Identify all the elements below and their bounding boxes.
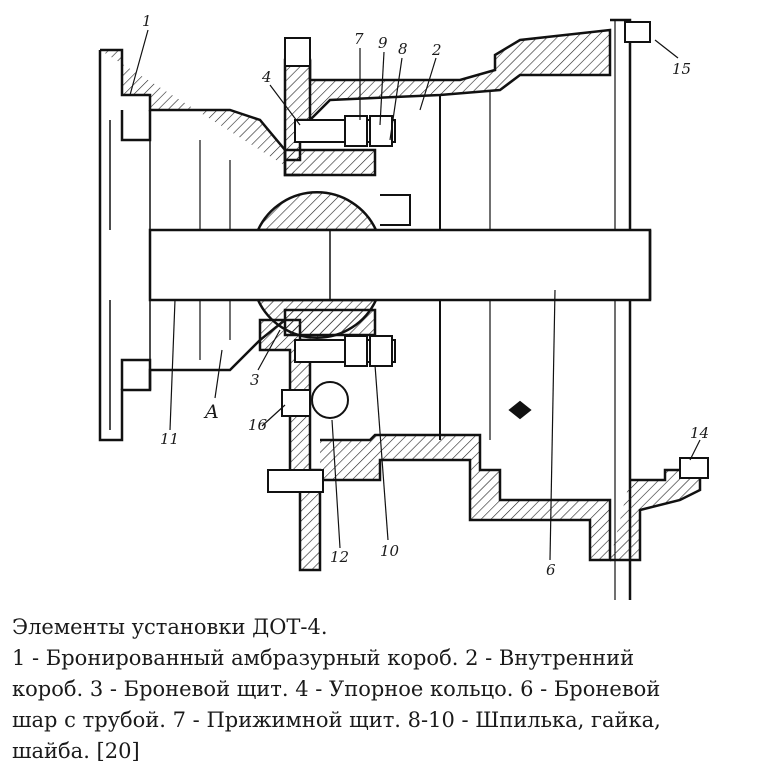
label-7: 7 (354, 30, 364, 48)
label-1: 1 (142, 12, 152, 30)
label-16: 16 (248, 416, 268, 434)
label-9: 9 (378, 34, 388, 52)
caption-line: 1 - Бронированный амбразурный короб. 2 -… (12, 646, 635, 670)
label-11: 11 (160, 430, 179, 448)
technical-drawing: 1 2 3 4 6 7 8 9 10 11 12 14 15 16 A (98, 12, 709, 600)
part-labels: 1 2 3 4 6 7 8 9 10 11 12 14 15 16 A (142, 12, 709, 579)
label-4: 4 (261, 68, 272, 86)
embrasure-box-casting (98, 48, 300, 442)
ball-with-tube (148, 191, 652, 339)
caption-line: шар с трубой. 7 - Прижимной щит. 8-10 - … (12, 708, 661, 732)
caption-title: Элементы установки ДОТ-4. (12, 615, 328, 639)
label-3: 3 (250, 371, 260, 389)
thrust-ring (283, 148, 377, 337)
studs-and-nuts (267, 21, 709, 493)
label-8: 8 (398, 40, 408, 58)
inner-box (308, 18, 702, 600)
caption-line: шайба. [20] (12, 739, 140, 763)
label-A: A (203, 401, 219, 423)
label-12: 12 (330, 548, 349, 566)
label-6: 6 (546, 561, 556, 579)
caption-line: короб. 3 - Броневой щит. 4 - Упорное кол… (12, 677, 661, 701)
label-14: 14 (690, 424, 709, 442)
leader-lines (129, 29, 701, 561)
label-10: 10 (380, 542, 400, 560)
label-2: 2 (431, 41, 442, 59)
figure-caption: Элементы установки ДОТ-4. 1 - Бронирован… (12, 612, 757, 767)
label-15: 15 (672, 60, 691, 78)
